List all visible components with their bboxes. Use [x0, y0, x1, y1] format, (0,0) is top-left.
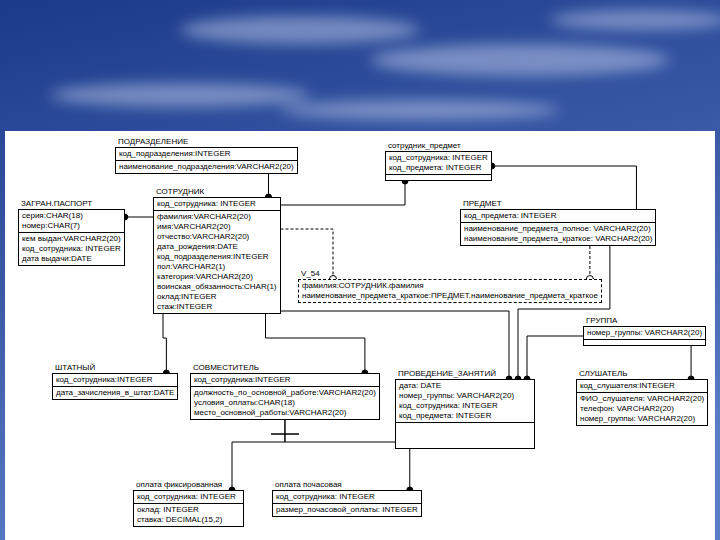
relationship-line	[281, 311, 510, 379]
attribute: категория:VARCHAR2(20)	[157, 272, 277, 282]
attribute: наименование_предмета_полное: VARCHAR2(2…	[461, 222, 655, 234]
attribute: оклад:INTEGER	[157, 292, 277, 302]
attribute: имя:VARCHAR2(20)	[157, 222, 277, 232]
attribute: телефон: VARCHAR2(20)	[580, 404, 704, 414]
attribute: код_подразделения:INTEGER	[157, 252, 277, 262]
attribute: фамилия:VARCHAR2(20)	[154, 210, 280, 222]
attribute: оклад: INTEGER	[134, 503, 243, 515]
entity-box: СОВМЕСТИТЕЛЬкод_сотрудника:INTEGERдолжно…	[190, 373, 380, 420]
entity-box: сотрудник_предметкод_сотрудника: INTEGER…	[385, 151, 492, 181]
attribute: пол:VARCHAR2(1)	[157, 262, 277, 272]
attribute: наименование_предмета_краткое: VARCHAR2(…	[464, 234, 652, 244]
empty-section	[386, 174, 491, 179]
entity-name: СЛУШАТЕЛЬ	[579, 369, 628, 379]
entity-name: сотрудник_предмет	[388, 141, 461, 151]
entity-box: оплата почасоваякод_сотрудника: INTEGERр…	[272, 490, 422, 517]
attribute: наименование_подразделения:VARCHAR2(20)	[116, 160, 297, 172]
entity-box: ПРОВЕДЕНИЕ_ЗАНЯТИЙдата: DATEномер_группы…	[395, 379, 535, 449]
attribute: воинская_обязанность:CHAR(1)	[157, 282, 277, 292]
attribute: код_слушателя:INTEGER	[580, 381, 704, 391]
attribute: дата_рождения:DATE	[157, 242, 277, 252]
relationship-line	[589, 246, 590, 279]
entity-name: ГРУППА	[586, 316, 617, 326]
entity-box: ПОДРАЗДЕЛЕНИЕкод_подразделения:INTEGERна…	[115, 147, 298, 174]
attribute: код_сотрудника: INTEGER	[137, 492, 240, 502]
relationship-line	[527, 336, 583, 379]
attribute: серия:CHAR(18)	[22, 211, 121, 221]
attribute: код_подразделения:INTEGER	[119, 149, 294, 159]
attribute: код_сотрудника: INTEGER	[276, 492, 418, 502]
empty-section	[396, 422, 534, 447]
attribute: фамилия:СОТРУДНИК.фамилия	[302, 281, 598, 291]
subtype-bar	[271, 433, 299, 435]
attribute: отчество:VARCHAR2(20)	[157, 232, 277, 242]
attribute: код_предмета: INTEGER	[399, 411, 531, 421]
attribute: место_основной_работы:VARCHAR2(20)	[194, 408, 376, 418]
view-box: V_54фамилия:СОТРУДНИК.фамилиянаименовани…	[298, 279, 602, 303]
attribute: номер_группы: VARCHAR2(20)	[587, 328, 702, 338]
entity-box: ЗАГРАН.ПАСПОРТсерия:CHAR(18)номер:CHAR(7…	[18, 209, 125, 266]
entity-box: СОТРУДНИКкод_сотрудника: INTEGERфамилия:…	[153, 197, 281, 314]
attribute: дата_зачисления_в_штат:DATE	[53, 386, 177, 398]
attribute: номер_группы: VARCHAR2(20)	[580, 414, 704, 424]
entity-box: СЛУШАТЕЛЬкод_слушателя:INTEGERФИО_слушат…	[576, 379, 708, 426]
relationship-line	[518, 246, 610, 379]
attribute: код_сотрудника: INTEGER	[157, 199, 277, 209]
relationship-line	[266, 314, 365, 373]
entity-name: оплата почасовая	[275, 480, 342, 490]
relationship-line	[281, 181, 406, 205]
entity-box: ПРЕДМЕТкод_предмета: INTEGERнаименование…	[460, 209, 656, 246]
attribute: код_сотрудника: INTEGER	[22, 244, 121, 254]
attribute: номер:CHAR(7)	[22, 221, 121, 231]
attribute: код_сотрудника:INTEGER	[194, 375, 376, 385]
attribute: дата выдачи:DATE	[22, 254, 121, 264]
relationship-line	[232, 420, 285, 490]
entity-name: СОВМЕСТИТЕЛЬ	[193, 363, 259, 373]
attribute: должность_по_основной_работе:VARCHAR2(20…	[191, 386, 379, 398]
entity-name: ПРЕДМЕТ	[463, 199, 502, 209]
attribute: кем выдан:VARCHAR2(20)	[19, 232, 124, 244]
entity-name: ЗАГРАН.ПАСПОРТ	[21, 199, 92, 209]
relationship-line	[691, 346, 692, 379]
empty-section	[584, 339, 705, 344]
entity-box: ГРУППАномер_группы: VARCHAR2(20)	[583, 326, 706, 346]
relationship-line	[125, 217, 153, 218]
entity-name: V_54	[301, 269, 320, 279]
attribute: ФИО_слушателя: VARCHAR2(20)	[577, 392, 707, 404]
relationship-line	[281, 229, 334, 279]
attribute: наименование_предмета_краткое:ПРЕДМЕТ.на…	[302, 291, 598, 301]
attribute: код_сотрудника: INTEGER	[389, 153, 488, 163]
attribute: код_предмета: INTEGER	[464, 211, 652, 221]
entity-name: СОТРУДНИК	[156, 187, 204, 197]
relationship-line	[285, 420, 410, 490]
attribute: код_сотрудника:INTEGER	[56, 375, 174, 385]
entity-name: ПРОВЕДЕНИЕ_ЗАНЯТИЙ	[398, 369, 496, 379]
attribute: номер_группы: VARCHAR2(20)	[399, 391, 531, 401]
attribute: дата: DATE	[399, 381, 531, 391]
attribute: стаж:INTEGER	[157, 302, 277, 312]
attribute: код_предмета: INTEGER	[389, 163, 488, 173]
relationship-line	[492, 166, 637, 209]
attribute: размер_почасовой_оплаты: INTEGER	[273, 503, 421, 515]
attribute: условия_оплаты:CHAR(18)	[194, 398, 376, 408]
attribute: ставка: DECIMAL(15,2)	[137, 515, 240, 525]
attribute: код_сотрудника: INTEGER	[399, 401, 531, 411]
relationship-line	[163, 314, 166, 373]
entity-box: ШТАТНЫЙкод_сотрудника:INTEGERдата_зачисл…	[52, 373, 178, 400]
entity-box: оплата фиксированнаякод_сотрудника: INTE…	[133, 490, 244, 527]
entity-name: оплата фиксированная	[136, 480, 222, 490]
entity-name: ШТАТНЫЙ	[55, 363, 95, 373]
entity-name: ПОДРАЗДЕЛЕНИЕ	[118, 137, 188, 147]
